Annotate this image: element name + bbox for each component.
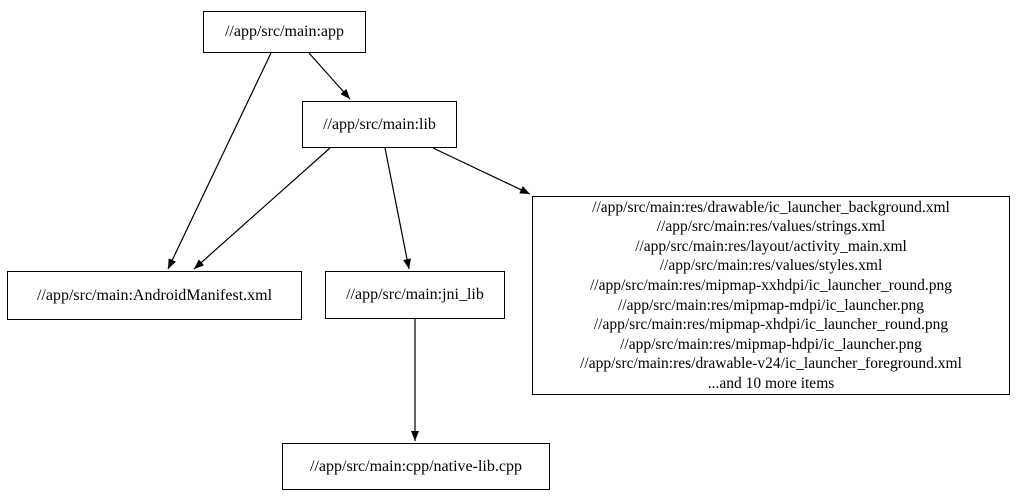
edge-app-to-lib <box>308 52 351 100</box>
edge-app-to-manifest <box>167 52 272 270</box>
res-file-line: //app/src/main:res/drawable-v24/ic_launc… <box>580 355 962 373</box>
res-more-items-line: ...and 10 more items <box>707 374 835 392</box>
node-native-lib-cpp: //app/src/main:cpp/native-lib.cpp <box>282 443 550 490</box>
node-android-manifest: //app/src/main:AndroidManifest.xml <box>7 271 302 320</box>
node-jni-lib: //app/src/main:jni_lib <box>325 271 505 319</box>
res-file-line: //app/src/main:res/mipmap-xxhdpi/ic_laun… <box>589 276 952 294</box>
res-file-line: //app/src/main:res/values/strings.xml <box>656 218 886 236</box>
res-file-line: //app/src/main:res/mipmap-xhdpi/ic_launc… <box>593 316 949 334</box>
res-file-line: //app/src/main:res/drawable/ic_launcher_… <box>592 198 950 216</box>
res-file-line: //app/src/main:res/layout/activity_main.… <box>635 237 907 255</box>
node-lib: //app/src/main:lib <box>302 101 457 148</box>
edge-lib-to-manifest <box>193 147 331 270</box>
node-app-label: //app/src/main:app <box>224 23 345 40</box>
res-file-line: //app/src/main:res/mipmap-hdpi/ic_launch… <box>620 335 922 353</box>
node-android-manifest-label: //app/src/main:AndroidManifest.xml <box>36 286 273 304</box>
edge-lib-to-jni-lib <box>384 147 411 270</box>
node-res-file-group: //app/src/main:res/drawable/ic_launcher_… <box>532 196 1010 395</box>
node-lib-label: //app/src/main:lib <box>323 115 436 133</box>
edge-lib-to-res <box>432 147 531 195</box>
node-native-lib-cpp-label: //app/src/main:cpp/native-lib.cpp <box>310 457 522 475</box>
node-jni-lib-label: //app/src/main:jni_lib <box>346 286 484 303</box>
res-file-line: //app/src/main:res/values/styles.xml <box>659 257 883 275</box>
res-file-line: //app/src/main:res/mipmap-mdpi/ic_launch… <box>617 296 925 314</box>
node-app: //app/src/main:app <box>203 11 366 53</box>
